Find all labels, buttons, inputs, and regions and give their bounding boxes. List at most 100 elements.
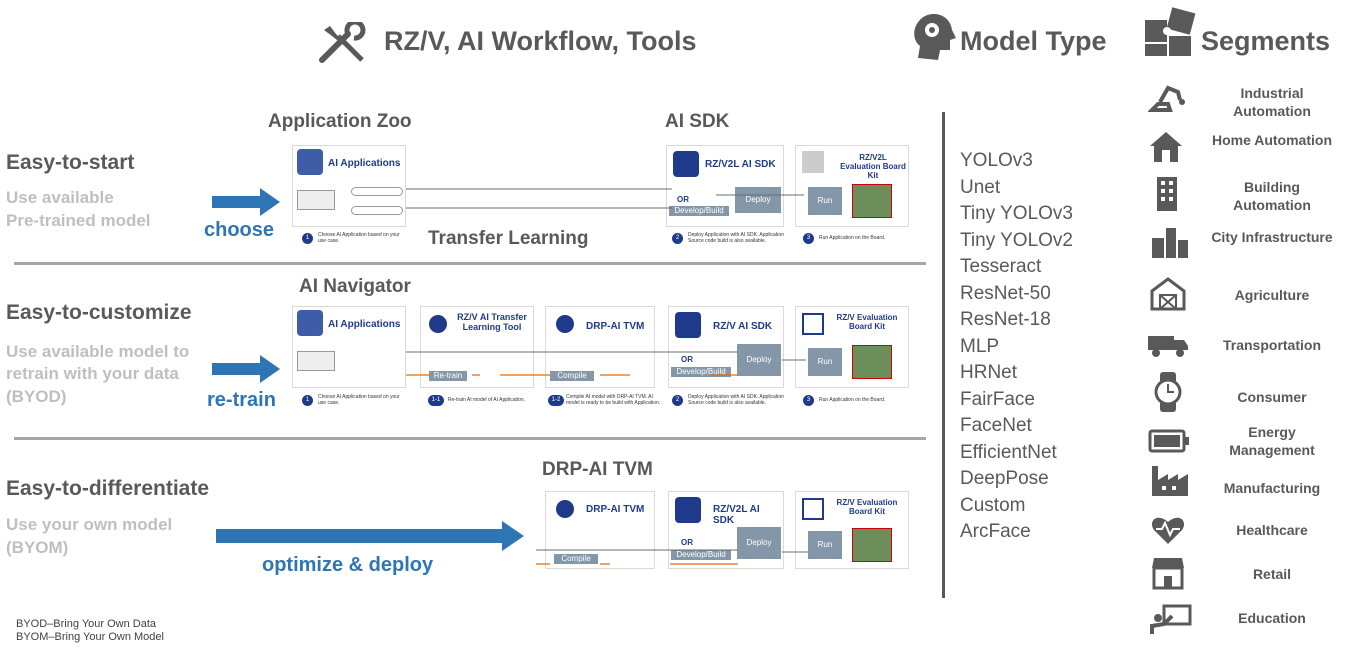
tlt-label: RZ/V AI Transfer Learning Tool <box>457 312 527 332</box>
watch-icon <box>1154 372 1182 412</box>
truck-icon <box>1148 336 1188 357</box>
step-1-text-2: Choose AI Application based on your use … <box>318 394 400 406</box>
row3-verb: optimize & deploy <box>262 554 434 576</box>
rzv-sdk-label-3: RZ/V2L AI SDK <box>713 504 760 526</box>
row2-verb: re-train <box>207 389 276 411</box>
model-item: ResNet-50 <box>960 282 1051 304</box>
arrow-optimize <box>216 521 524 551</box>
model-item: DeepPose <box>960 468 1049 489</box>
run-box-2: Run <box>808 348 842 376</box>
ai-applications-label-2: AI Applications <box>328 319 401 330</box>
model-item: FairFace <box>960 388 1035 410</box>
home-icon <box>1150 132 1182 162</box>
city-icon <box>1152 228 1188 258</box>
model-item: Unet <box>960 176 1001 198</box>
step-11-text: Re-train AI model of AI Application. <box>448 397 525 403</box>
drp-label-3: DRP-AI TVM <box>586 504 645 515</box>
eval-kit-panel: RZ/V2L Evaluation Board Kit Run <box>795 145 909 227</box>
board-icon <box>802 151 824 173</box>
arrow-choose <box>212 188 280 216</box>
retrain-box: Re-train <box>429 371 467 381</box>
step-2-badge: 2 <box>672 233 683 244</box>
segment-agriculture: Agriculture <box>1234 287 1310 303</box>
education-icon <box>1150 604 1192 634</box>
model-item: MLP <box>960 335 1000 357</box>
row2-sub1: Use available model to <box>6 342 190 361</box>
ai-applications-panel-2: AI Applications <box>292 306 406 388</box>
ai-head-icon <box>910 12 956 67</box>
segment-energy: Energy Management <box>1229 424 1315 458</box>
drp-gear-icon-3 <box>556 500 574 518</box>
develop-box-3: Develop/Build <box>671 550 731 560</box>
row3-sub2: (BYOM) <box>6 538 69 557</box>
rzv2l-kit-label: RZ/V2L Evaluation Board Kit <box>840 153 906 180</box>
segment-city: City Infrastructure <box>1211 229 1333 245</box>
eval-kit-panel-2: RZ/V Evaluation Board Kit Run <box>795 306 909 388</box>
divider-1 <box>14 262 926 265</box>
ai-sdk-title: AI SDK <box>665 111 730 132</box>
row2-sub2: retrain with your data <box>6 364 179 383</box>
step-1-badge-2: 1 <box>302 395 313 406</box>
footnote-byod: BYOD–Bring Your Own Data <box>16 618 157 630</box>
eval-kit-panel-3: RZ/V Evaluation Board Kit Run <box>795 491 909 569</box>
app-zoo-title: Application Zoo <box>268 111 412 132</box>
app-binary-pill <box>351 187 403 196</box>
deploy-box-2: Deploy <box>737 344 781 376</box>
model-type-header: Model Type <box>960 26 1107 56</box>
develop-box-1: Develop/Build <box>669 206 729 216</box>
app-thumbnail-2 <box>297 351 335 371</box>
or-label-3: OR <box>681 538 693 547</box>
step-3-text-2: Run Application on the Board. <box>819 397 886 403</box>
step-2-text-2: Deploy Application with AI SDK. Applicat… <box>688 394 784 406</box>
model-item: YOLOv3 <box>960 150 1033 171</box>
row1-title: Easy-to-start <box>6 151 135 174</box>
run-box-1: Run <box>808 187 842 215</box>
sdk-icon-3 <box>675 497 701 523</box>
row3-sub1: Use your own model <box>6 515 173 534</box>
sdk-icon-2 <box>675 312 701 338</box>
ai-applications-panel: AI Applications <box>292 145 406 227</box>
step-1-text: Choose AI Application based on your use … <box>318 232 400 244</box>
segment-transportation: Transportation <box>1222 337 1321 353</box>
apps-icon-2 <box>297 310 323 336</box>
model-item: Custom <box>960 494 1026 516</box>
drp-panel-2: DRP-AI TVM Compile <box>545 306 655 388</box>
step-2-badge-2: 2 <box>672 395 683 406</box>
app-source-pill <box>351 206 403 215</box>
step-3-badge: 3 <box>803 233 814 244</box>
step-12-badge: 1-2 <box>548 395 564 406</box>
row1-flow-lines <box>406 188 804 209</box>
tools-icon <box>318 19 366 69</box>
ai-navigator-title: AI Navigator <box>299 276 411 297</box>
rzv-kit-label-2: RZ/V Evaluation Board Kit <box>836 313 898 331</box>
heart-icon <box>1151 517 1185 544</box>
divider-2 <box>14 437 926 440</box>
barn-icon <box>1150 277 1186 311</box>
tools-header: RZ/V, AI Workflow, Tools <box>384 26 697 56</box>
row2-title: Easy-to-customize <box>6 301 192 324</box>
puzzle-icon <box>1143 6 1197 63</box>
app-thumbnail <box>297 190 335 210</box>
row1-sub1: Use available <box>6 188 114 207</box>
model-list: YOLOv3 Unet Tiny YOLOv3 Tiny YOLOv2 Tess… <box>960 148 1073 546</box>
apps-icon <box>297 149 323 175</box>
row3-flow-lines <box>536 549 808 565</box>
or-label-1: OR <box>677 195 689 204</box>
tlt-panel: RZ/V AI Transfer Learning Tool Re-train <box>420 306 534 388</box>
board-icon-2 <box>802 313 824 335</box>
vertical-divider <box>942 112 945 598</box>
drp-label-2: DRP-AI TVM <box>586 321 645 332</box>
sdk-panel-2: RZ/V AI SDK Deploy OR Develop/Build <box>668 306 784 388</box>
step-2-text: Deploy Application with AI SDK. Applicat… <box>688 232 784 244</box>
board-icon-3 <box>802 498 824 520</box>
segment-education: Education <box>1238 610 1306 626</box>
factory-icon <box>1152 466 1188 496</box>
segment-home: Home Automation <box>1211 132 1333 148</box>
segment-manufacturing: Manufacturing <box>1223 480 1321 496</box>
segments-header: Segments <box>1201 26 1331 56</box>
segment-retail: Retail <box>1252 566 1292 582</box>
rzv-kit-label-3: RZ/V Evaluation Board Kit <box>836 498 898 516</box>
model-item: ResNet-18 <box>960 309 1051 330</box>
tlt-gear-icon <box>429 315 447 333</box>
deploy-box-3: Deploy <box>737 527 781 559</box>
